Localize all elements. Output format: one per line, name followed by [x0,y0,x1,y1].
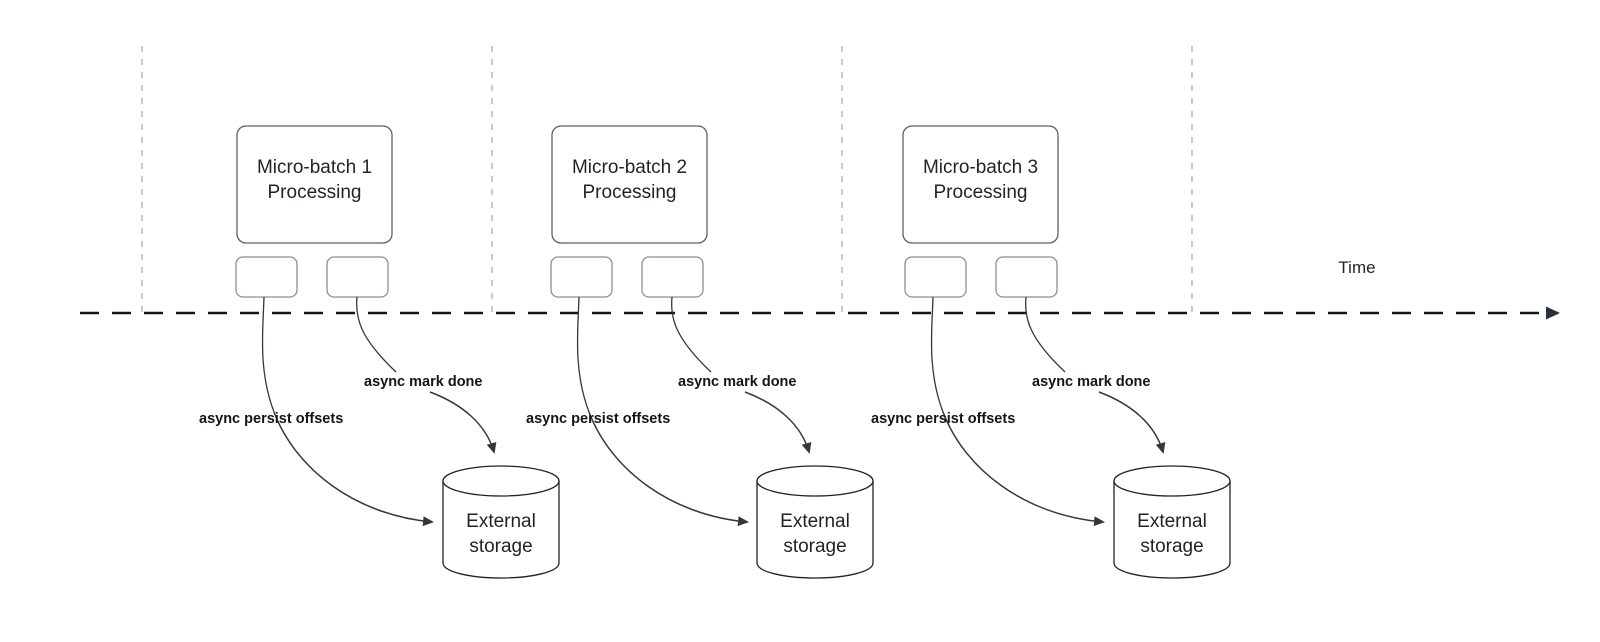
persist-offsets-task-2[interactable] [550,256,613,298]
flow-mark-done-3 [1098,391,1166,454]
flow-mark-done-1 [429,391,497,454]
external-storage-3-line2: storage [1140,536,1203,557]
mark-done-task-1[interactable] [326,256,389,298]
label-async-mark-done-1: async mark done [364,374,482,390]
external-storage-2-line1: External [780,511,850,532]
external-storage-1-line2: storage [469,536,532,557]
connector-persist-1 [261,296,275,413]
time-axis-label: Time [1338,258,1375,277]
tick-lines [141,46,1193,318]
label-async-persist-offsets-3: async persist offsets [871,411,1015,427]
flow-persist-offsets-1 [273,411,434,527]
external-storage-1[interactable]: External storage [442,465,560,579]
mark-done-task-3[interactable] [995,256,1058,298]
mark-done-task-2[interactable] [641,256,704,298]
group-2: Micro-batch 2 Processing async persist o… [526,125,874,579]
connector-markdone-3 [1024,296,1066,373]
process-box-2-line2: Processing [583,182,677,203]
process-box-1-line1: Micro-batch 1 [257,157,372,178]
group-1: Micro-batch 1 Processing async persist o… [199,125,560,579]
process-box-2-line1: Micro-batch 2 [572,157,687,178]
persist-offsets-task-1[interactable] [235,256,298,298]
label-async-persist-offsets-2: async persist offsets [526,411,670,427]
connector-markdone-1 [355,296,397,373]
label-async-mark-done-2: async mark done [678,374,796,390]
process-box-3[interactable] [902,125,1059,244]
external-storage-2[interactable]: External storage [756,465,874,579]
connector-persist-2 [576,296,590,413]
label-async-mark-done-3: async mark done [1032,374,1150,390]
connector-persist-3 [930,296,944,413]
external-storage-2-line2: storage [783,536,846,557]
flow-persist-offsets-2 [588,411,749,527]
label-async-persist-offsets-1: async persist offsets [199,411,343,427]
process-box-1-line2: Processing [268,182,362,203]
process-box-1[interactable] [236,125,393,244]
process-box-3-line2: Processing [934,182,1028,203]
persist-offsets-task-3[interactable] [904,256,967,298]
external-storage-1-line1: External [466,511,536,532]
flow-mark-done-2 [744,391,812,454]
process-box-3-line1: Micro-batch 3 [923,157,1038,178]
connector-markdone-2 [670,296,712,373]
group-3: Micro-batch 3 Processing async persist o… [871,125,1231,579]
external-storage-3-line1: External [1137,511,1207,532]
process-box-2[interactable] [551,125,708,244]
flow-persist-offsets-3 [942,411,1105,527]
external-storage-3[interactable]: External storage [1113,465,1231,579]
